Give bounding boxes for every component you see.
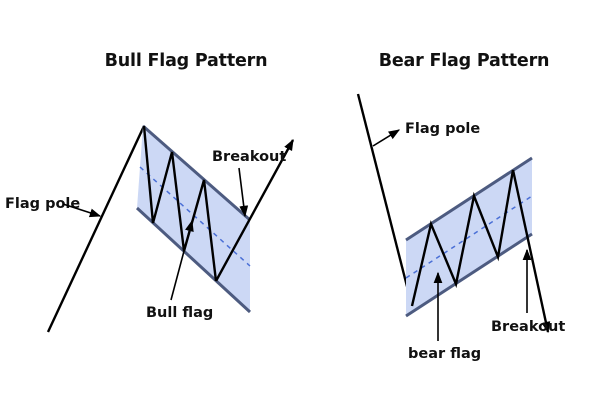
bull-channel-upper-border	[142, 124, 251, 222]
bull-flag-label: Bull flag	[146, 305, 213, 321]
bull-channel-lower-border	[135, 206, 252, 314]
bull-panel-title: Bull Flag Pattern	[105, 51, 268, 71]
bear-flag-pole-label-arrow	[372, 129, 401, 147]
bull-flag-pole-label: Flag pole	[5, 196, 80, 212]
bear-flag-panel: Bear Flag Pattern Flag pole bear flag Br…	[356, 51, 565, 362]
bull-breakout-label: Breakout	[212, 149, 286, 165]
bear-breakout-label: Breakout	[491, 319, 565, 335]
bull-breakout-arrow	[214, 138, 295, 282]
bull-flag-pole-line	[46, 125, 146, 333]
bear-channel-midline	[405, 195, 533, 279]
bull-price-zigzag	[142, 125, 218, 282]
bear-flag-pole-label: Flag pole	[405, 121, 480, 137]
bear-flag-pole-line	[356, 93, 414, 307]
bull-breakout-label-arrow	[238, 167, 249, 218]
bull-flag-panel: Bull Flag Pattern Flag pole Breakout Bul…	[5, 51, 295, 333]
bear-channel-lower-border	[405, 232, 533, 318]
bull-flag-label-arrow	[170, 219, 194, 301]
bear-flag-label: bear flag	[408, 346, 481, 362]
bear-channel-upper-border	[405, 156, 533, 242]
bull-flag-pole-label-arrow	[62, 203, 102, 218]
bull-channel-midline	[139, 166, 251, 267]
bear-price-zigzag	[410, 169, 515, 307]
bear-panel-title: Bear Flag Pattern	[379, 51, 550, 71]
